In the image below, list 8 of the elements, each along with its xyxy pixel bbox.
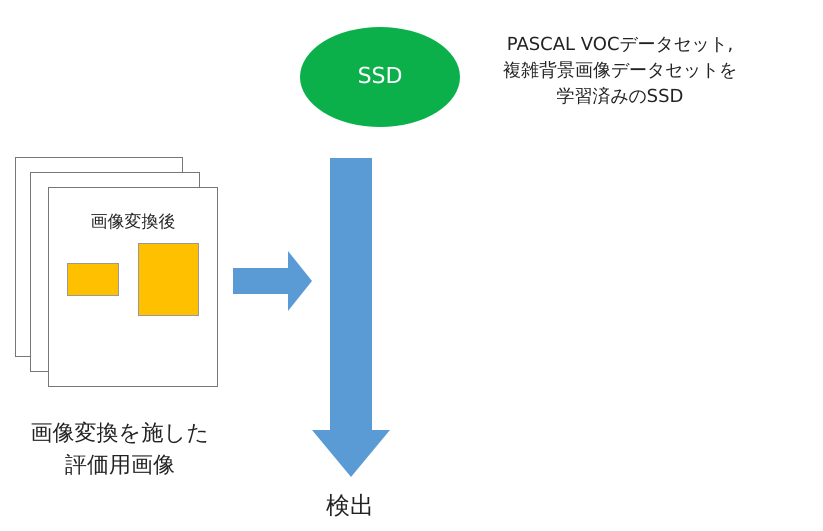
ellipse-label: SSD	[356, 64, 404, 90]
node-label: 画像変換を施した評価用画像	[30, 420, 210, 480]
output-label: 検出	[320, 488, 380, 524]
image-page	[48, 187, 218, 387]
bounding-box	[138, 243, 199, 316]
node-label: PASCAL VOCデータセット,複雑背景画像データセットを学習済みのSSD	[502, 33, 738, 110]
bounding-box	[67, 263, 119, 296]
page-heading: 画像変換後	[90, 212, 176, 232]
